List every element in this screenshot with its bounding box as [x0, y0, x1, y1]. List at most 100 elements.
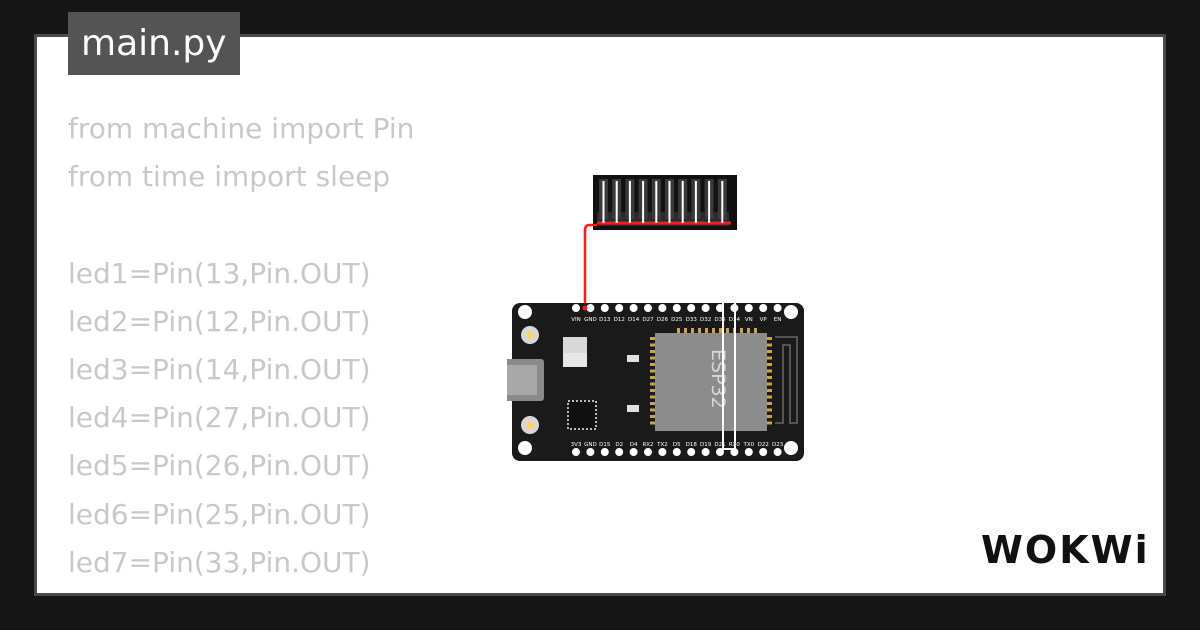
- module-pad: [766, 382, 772, 386]
- module-pad: [766, 415, 772, 418]
- code-line: from machine import Pin: [68, 112, 415, 145]
- code-line: led1=Pin(13,Pin.OUT): [68, 256, 371, 290]
- pin-hole: [658, 304, 667, 312]
- module-pad: [650, 389, 656, 392]
- module-pad: [650, 356, 656, 360]
- module-pad: [766, 369, 772, 373]
- pin-hole: [572, 304, 580, 312]
- module-pad: [650, 408, 656, 412]
- pin-label: TX2: [656, 442, 668, 448]
- pin-label: VIN: [571, 317, 581, 323]
- pin-hole: [658, 448, 667, 456]
- module-pad: [726, 328, 729, 334]
- pin-label: GND: [584, 442, 597, 448]
- module-pad: [766, 402, 772, 405]
- pin-label: D18: [686, 442, 698, 448]
- module-pad: [684, 328, 687, 334]
- module-pad: [766, 376, 772, 379]
- code-line: led3=Pin(14,Pin.OUT): [68, 352, 371, 386]
- pin-label: GND: [584, 317, 597, 323]
- pin-label: D14: [628, 317, 640, 323]
- pin-label: D32: [700, 317, 711, 323]
- module-pad: [650, 382, 656, 386]
- code-line: from time import sleep: [68, 160, 391, 194]
- module-pad: [719, 328, 722, 334]
- pin-hole: [615, 448, 624, 456]
- pin-label: D13: [599, 317, 611, 323]
- module-pad: [740, 328, 743, 334]
- pin-label: D19: [700, 442, 712, 448]
- wokwi-logo-text: WOKWi: [981, 528, 1147, 572]
- code-line: led5=Pin(26,Pin.OUT): [68, 449, 371, 483]
- pin-label: TX0: [742, 442, 754, 448]
- pin-hole: [644, 448, 652, 456]
- module-pad: [650, 415, 656, 418]
- module-pad: [766, 350, 772, 353]
- pin-hole: [644, 304, 652, 312]
- file-tab[interactable]: main.py: [68, 12, 240, 75]
- module-pad: [650, 369, 656, 373]
- module-pad: [766, 363, 772, 366]
- pin-label: D26: [657, 317, 669, 323]
- code-line: led7=Pin(33,Pin.OUT): [68, 545, 371, 579]
- pin-hole: [687, 304, 696, 312]
- module-pad: [650, 363, 656, 366]
- pin-hole: [672, 304, 681, 312]
- module-pad: [766, 421, 772, 425]
- pin-hole: [600, 304, 609, 312]
- module-pad: [650, 395, 656, 399]
- pin-label: D35: [714, 317, 726, 323]
- pin-hole: [615, 304, 624, 312]
- pin-hole: [744, 304, 753, 312]
- pin-label: VN: [745, 317, 753, 323]
- pin-label: D21: [714, 442, 725, 448]
- pin-label: D23: [772, 442, 784, 448]
- pin-label: EN: [774, 317, 782, 323]
- pin-hole: [701, 448, 710, 456]
- pin-hole: [744, 448, 753, 456]
- pin-hole: [672, 448, 681, 456]
- pin-label: RX2: [642, 442, 653, 448]
- pin-label: D5: [673, 442, 681, 448]
- wire: [583, 223, 597, 305]
- esp32-module: [655, 333, 767, 431]
- module-pad: [766, 356, 772, 360]
- pin-label: D4: [630, 442, 638, 448]
- pin-label: 3V3: [571, 442, 582, 448]
- led-wire: [722, 299, 736, 450]
- pin-label: D22: [758, 442, 769, 448]
- code-line: led2=Pin(12,Pin.OUT): [68, 304, 371, 338]
- module-pad: [650, 337, 656, 340]
- module-pad: [650, 343, 656, 347]
- pin-label: D15: [599, 442, 611, 448]
- pin-hole: [600, 448, 609, 456]
- card-frame: [34, 34, 1166, 596]
- wokwi-logo: WOKWi: [981, 528, 1147, 572]
- code-line: [68, 201, 414, 249]
- module-pad: [766, 343, 772, 347]
- pin-label: VP: [760, 317, 768, 323]
- pin-label: D12: [614, 317, 625, 323]
- pin-label: D27: [642, 317, 654, 323]
- pin-hole: [586, 304, 595, 312]
- preview-card: from machine import Pin from time import …: [37, 37, 1163, 593]
- module-pad: [691, 328, 694, 334]
- module-pad: [747, 328, 750, 334]
- module-pad: [766, 408, 772, 412]
- code-view: from machine import Pin from time import …: [68, 105, 414, 593]
- module-pad: [650, 421, 656, 425]
- module-pad: [705, 328, 708, 334]
- code-line: led8=Pin(32,Pin.OUT): [68, 587, 414, 593]
- module-pad: [754, 328, 757, 334]
- module-pad: [766, 337, 772, 340]
- chip-label: ESP32: [707, 349, 729, 409]
- pin-hole: [687, 448, 696, 456]
- pin-hole: [701, 304, 710, 312]
- pin-hole: [773, 448, 782, 456]
- pin-hole: [586, 448, 595, 456]
- pin-label: D2: [615, 442, 623, 448]
- antenna: [775, 336, 798, 424]
- pin-label: D33: [686, 317, 698, 323]
